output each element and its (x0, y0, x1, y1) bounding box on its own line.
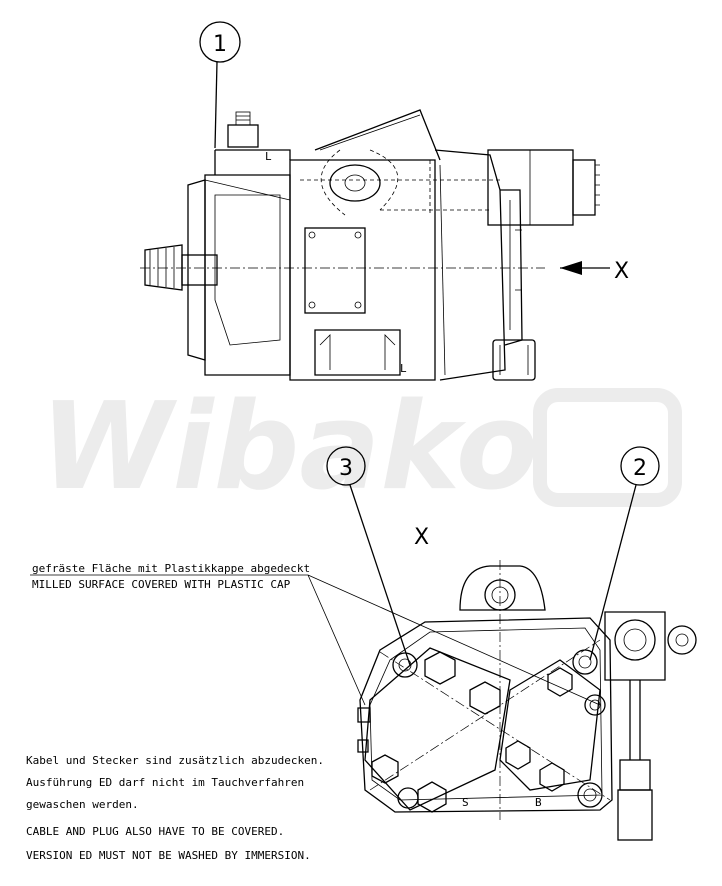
marking-b: B (535, 796, 542, 809)
callout-2-label: 2 (633, 456, 647, 481)
marking-l-side: L (400, 362, 407, 375)
view-x-title: X (414, 525, 429, 550)
callout-3: 3 (326, 446, 411, 666)
note-cable-de-line-3: gewaschen werden. (26, 798, 139, 811)
marking-l-top: L (265, 150, 272, 163)
note-cable-de-line-1: Kabel und Stecker sind zusätzlich abzude… (26, 754, 324, 767)
note-cable-en-line-2: VERSION ED MUST NOT BE WASHED BY IMMERSI… (26, 849, 311, 862)
watermark-logo-box (533, 388, 682, 507)
view-arrow-label: X (614, 259, 629, 284)
note-cable-de-line-2: Ausführung ED darf nicht im Tauchverfahr… (26, 776, 304, 789)
callout-2: 2 (589, 446, 660, 661)
callout-3-label: 3 (339, 456, 353, 481)
callout-1: 1 (199, 21, 241, 149)
note-milled-en: MILLED SURFACE COVERED WITH PLASTIC CAP (32, 578, 291, 591)
note-milled-de: gefräste Fläche mit Plastikkappe abgedec… (32, 562, 310, 575)
view-arrow-x: X (560, 259, 629, 284)
pump-side-view: L L (140, 109, 600, 381)
note-milled-surface: gefräste Fläche mit Plastikkappe abgedec… (30, 562, 601, 706)
marking-s: S (462, 796, 469, 809)
watermark: Wibako (40, 378, 538, 517)
pump-end-view: S B (357, 560, 697, 841)
callout-1-label: 1 (213, 32, 227, 57)
note-cable-plug: Kabel und Stecker sind zusätzlich abzude… (26, 754, 324, 862)
note-cable-en-line-1: CABLE AND PLUG ALSO HAVE TO BE COVERED. (26, 825, 284, 838)
